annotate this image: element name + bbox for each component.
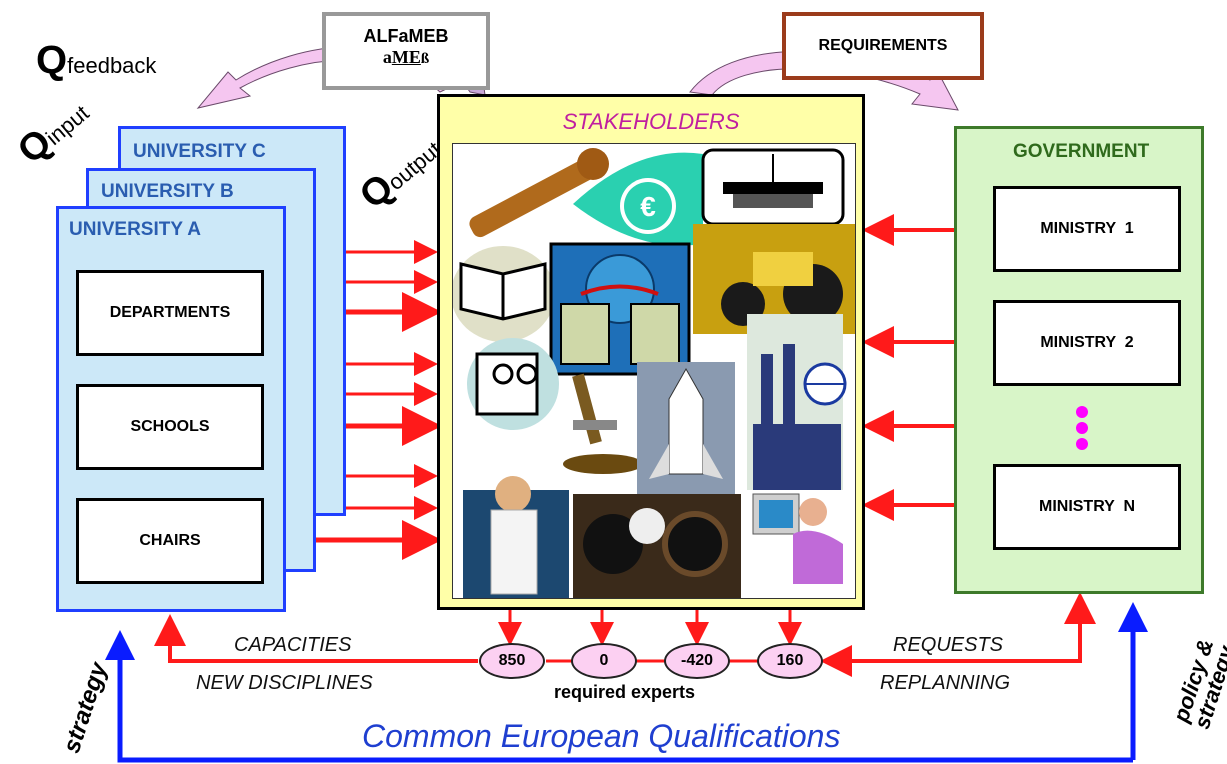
bottom-blue-line — [105, 630, 1133, 763]
stakeholders-image-area: € — [452, 143, 856, 599]
requests-label: REQUESTS — [893, 634, 1004, 656]
q-feedback-label: Qfeedback — [36, 38, 156, 83]
scholar-icon — [467, 338, 559, 430]
stakeholders-clipart: € — [453, 148, 855, 598]
ministry-n-box: MINISTRY N — [993, 464, 1181, 550]
svg-text:€: € — [640, 191, 656, 222]
expert-value-2: 0 — [571, 643, 637, 679]
expert-value-4-text: 160 — [776, 652, 804, 669]
departments-label: DEPARTMENTS — [109, 304, 231, 321]
book-icon — [453, 246, 555, 342]
schools-box: SCHOOLS — [76, 384, 264, 470]
expert-value-4: 160 — [757, 643, 823, 679]
alfameb-sub-me: ME — [391, 47, 421, 67]
doctor-icon — [463, 476, 569, 598]
ministry-2-label: MINISTRY 2 — [1040, 334, 1134, 351]
government-title: GOVERNMENT — [1013, 141, 1150, 162]
ministry-n-label: MINISTRY N — [1038, 498, 1135, 515]
chairs-box: CHAIRS — [76, 498, 264, 584]
space-shuttle-icon — [637, 362, 735, 494]
university-a-label: UNIVERSITY A — [69, 219, 201, 240]
requirements-label: REQUIREMENTS — [818, 37, 948, 54]
alfameb-sub-b: ß — [420, 51, 430, 67]
capacities-label: CAPACITIES — [234, 634, 352, 656]
alfameb-sub-a: a — [382, 47, 392, 67]
university-c-label: UNIVERSITY C — [133, 141, 266, 162]
schools-label: SCHOOLS — [130, 418, 210, 435]
crane-beam-icon — [701, 148, 845, 226]
alfameb-subtitle: aMEß — [326, 47, 486, 68]
ministry-2-box: MINISTRY 2 — [993, 300, 1181, 386]
q-feedback-main: Q — [36, 38, 68, 82]
chairs-label: CHAIRS — [139, 532, 201, 549]
expert-value-1: 850 — [479, 643, 545, 679]
capacities-line — [154, 614, 478, 663]
ministry-1-box: MINISTRY 1 — [993, 186, 1181, 272]
euro-icon: € — [573, 152, 703, 246]
gears-head-icon — [573, 494, 741, 598]
expert-value-3: -420 — [664, 643, 730, 679]
ministry-ellipsis — [1076, 406, 1088, 450]
factory-globe-icon — [747, 314, 847, 514]
expert-value-1-text: 850 — [498, 652, 526, 669]
university-b-label: UNIVERSITY B — [101, 181, 234, 202]
common-european-qualifications: Common European Qualifications — [356, 718, 847, 755]
expert-value-3-text: -420 — [680, 652, 714, 669]
wrench-icon — [469, 148, 609, 238]
replanning-label: REPLANNING — [880, 672, 1011, 694]
expert-value-2-text: 0 — [599, 652, 609, 669]
alfameb-box: ALFaMEB aMEß — [322, 12, 490, 90]
computers-globe-icon — [549, 242, 691, 376]
microscope-icon — [563, 373, 643, 474]
departments-box: DEPARTMENTS — [76, 270, 264, 356]
q-feedback-sub: feedback — [67, 53, 157, 78]
stakeholders-title: STAKEHOLDERS — [562, 109, 740, 134]
new-disciplines-label: NEW DISCIPLINES — [196, 672, 373, 694]
requirements-box: REQUIREMENTS — [782, 12, 984, 80]
required-experts-label: required experts — [554, 682, 696, 702]
alfameb-title: ALFaMEB — [363, 26, 449, 46]
computer-user-icon — [743, 490, 855, 598]
ministry-1-label: MINISTRY 1 — [1040, 220, 1134, 237]
stakeholders-panel: STAKEHOLDERS € — [437, 94, 865, 610]
